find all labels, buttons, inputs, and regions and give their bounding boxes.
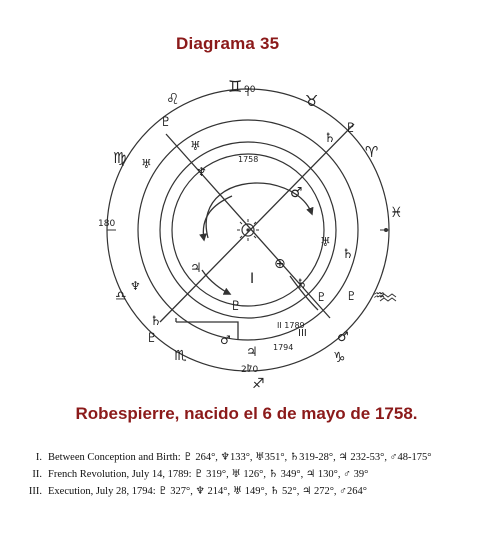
pluto-lower-left-icon: ♇: [146, 331, 158, 346]
pluto-right-icon: ♇: [346, 289, 357, 303]
jupiter-inner-icon: ♃: [190, 261, 202, 276]
year-1758-label: 1758: [238, 155, 258, 164]
saturn-upper-right-icon: ♄: [324, 131, 336, 146]
astrological-chart: 90 180 270 ♊ ♉ ♈ ♓ ♒ ♑ ♐ ♏ ♎ ♍ ♌ ♇ ♅ ♅ ♆…: [98, 77, 403, 392]
cancer-icon: ♌: [166, 90, 179, 108]
uranus-outer-left-icon: ♅: [141, 157, 152, 171]
note-text: French Revolution, July 14, 1789: ♇ 319°…: [48, 469, 369, 480]
notes-list: I. Between Conception and Birth: ♇ 264°, …: [28, 449, 488, 500]
arc-arrow-left: [199, 195, 233, 242]
jupiter-lower-icon: ♃: [246, 345, 258, 360]
leo-icon: ♍: [113, 149, 126, 167]
capricorn-icon: ♑: [333, 350, 346, 366]
note-row: I. Between Conception and Birth: ♇ 264°, …: [28, 449, 488, 466]
bracket-lower: [175, 318, 239, 340]
neptune-left-icon: ♆: [130, 279, 141, 293]
gemini-icon: ♊: [228, 77, 242, 96]
pluto-upper-right-icon: ♇: [345, 121, 357, 136]
innermost-ring: [171, 153, 325, 307]
sun-center-icon: [241, 223, 255, 237]
taurus-icon: ♉: [305, 92, 318, 110]
note-text: Execution, July 28, 1794: ♇ 327°, ♆ 214°…: [48, 486, 367, 497]
saturn-right-icon: ♄: [342, 247, 354, 262]
mars-inner-icon: ♂: [290, 185, 303, 201]
note-number: I.: [35, 452, 42, 463]
deg-180-label: 180: [98, 219, 115, 229]
diagonal-line-ne-sw: [159, 123, 355, 323]
label-1789: II 1789: [277, 321, 305, 330]
scorpio-icon: ♏: [174, 348, 187, 364]
roman-III-label: III: [298, 328, 307, 339]
mars-lower-right-icon: ♂: [337, 330, 349, 345]
saturn-lower-left-icon: ♄: [150, 314, 162, 329]
hatch-marks-right: [379, 293, 397, 302]
neptune-upper-icon: ♆: [196, 165, 207, 179]
note-row: III. Execution, July 28, 1794: ♇ 327°, ♆ …: [28, 483, 488, 500]
pluto-outer-icon: ♇: [160, 115, 172, 130]
mars-lower-icon: ♂: [220, 333, 231, 347]
diagram-title: Diagrama 35: [176, 34, 280, 53]
aquarius-icon: ♒: [373, 288, 386, 304]
roman-I-label: I: [250, 271, 254, 287]
pisces-icon: ♓: [390, 205, 403, 221]
note-number: II.: [32, 469, 42, 480]
note-row: II. French Revolution, July 14, 1789: ♇ 3…: [28, 466, 488, 483]
sagittarius-icon: ♐: [252, 376, 265, 392]
uranus-upper-icon: ♅: [190, 139, 201, 153]
chart-caption: Robespierre, nacido el 6 de mayo de 1758…: [75, 404, 418, 423]
pluto-inner-icon: ♇: [230, 299, 242, 314]
saturn-inner-icon: ♄: [296, 277, 308, 292]
deg-90-label: 90: [244, 85, 256, 95]
arc-arrow-upper: [205, 182, 314, 239]
tick-0-dot: [384, 228, 388, 232]
earth-icon: ⊕: [274, 256, 286, 272]
libra-icon: ♎: [115, 289, 127, 304]
arc-arrow-lower-right: [289, 275, 319, 311]
inner-ring: [159, 141, 337, 319]
arc-arrow-jupiter: [201, 269, 232, 295]
pluto-inner-right-icon: ♇: [316, 290, 327, 304]
deg-270-label: 270: [241, 365, 258, 375]
aries-icon: ♈: [365, 143, 378, 161]
note-number: III.: [28, 486, 42, 497]
note-text: Between Conception and Birth: ♇ 264°, ♆1…: [48, 452, 432, 463]
diagonal-line-nw-se: [165, 133, 331, 319]
middle-ring: [137, 119, 359, 341]
uranus-right-icon: ♅: [320, 235, 331, 249]
label-1794: 1794: [273, 343, 293, 352]
